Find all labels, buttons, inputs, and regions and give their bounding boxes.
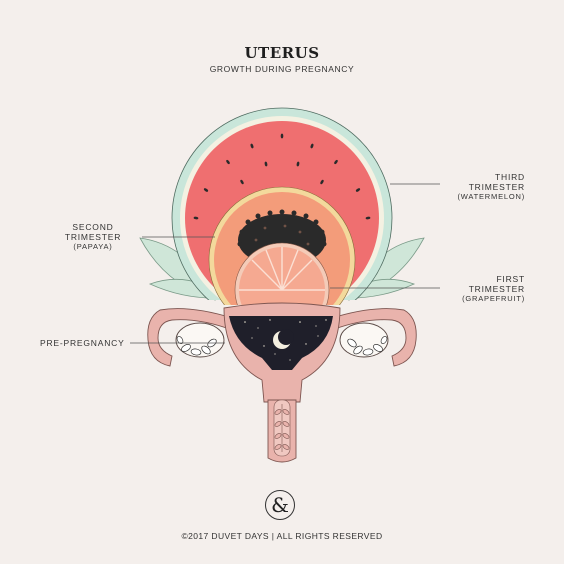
seed bbox=[365, 216, 371, 220]
ampersand-icon: & bbox=[271, 493, 289, 517]
seed bbox=[203, 188, 209, 192]
label-pre-line1: PRE-PREGNANCY bbox=[40, 338, 125, 348]
label-second-line3: (PAPAYA) bbox=[73, 242, 113, 251]
label-second-line2: TRIMESTER bbox=[64, 232, 122, 242]
fallopian-tube-left bbox=[147, 308, 233, 367]
seed bbox=[303, 213, 309, 219]
seed bbox=[193, 216, 199, 220]
watermelon-seeds bbox=[193, 133, 371, 220]
seed bbox=[279, 209, 285, 215]
page-title: UTERUS bbox=[244, 44, 320, 62]
seed bbox=[245, 219, 251, 225]
seed bbox=[255, 213, 261, 219]
seed bbox=[310, 143, 314, 149]
label-first-trimester: FIRST TRIMESTER (GRAPEFRUIT) bbox=[445, 274, 525, 304]
seed bbox=[280, 133, 284, 139]
seed bbox=[250, 143, 254, 149]
label-pre-pregnancy: PRE-PREGNANCY bbox=[40, 338, 140, 348]
seed bbox=[239, 229, 245, 235]
seed bbox=[237, 241, 243, 247]
seed bbox=[321, 241, 327, 247]
cavity-stars bbox=[244, 319, 327, 361]
label-second-line1: SECOND bbox=[72, 222, 114, 232]
seed bbox=[355, 188, 361, 192]
seed bbox=[320, 179, 324, 185]
seed bbox=[226, 159, 230, 165]
seed bbox=[296, 161, 300, 167]
brand-logo: & bbox=[265, 490, 295, 520]
label-first-line2: TRIMESTER bbox=[468, 284, 525, 294]
copyright-text: ©2017 DUVET DAYS | ALL RIGHTS RESERVED bbox=[181, 531, 383, 541]
fallopian-tube-right bbox=[331, 308, 417, 367]
label-third-line1: THIRD bbox=[495, 172, 525, 182]
grapefruit-slice bbox=[234, 242, 330, 305]
leader-lines bbox=[130, 183, 440, 344]
seed bbox=[313, 219, 319, 225]
seed bbox=[240, 179, 244, 185]
label-first-line1: FIRST bbox=[496, 274, 525, 284]
seed bbox=[334, 159, 338, 165]
seed bbox=[264, 161, 268, 167]
canal-leaves bbox=[274, 404, 290, 452]
label-third-trimester: THIRD TRIMESTER (WATERMELON) bbox=[445, 172, 525, 202]
moon-icon bbox=[273, 329, 294, 349]
label-third-line2: TRIMESTER bbox=[468, 182, 525, 192]
label-first-line3: (GRAPEFRUIT) bbox=[462, 294, 525, 303]
seed bbox=[267, 210, 273, 216]
page-subtitle: GROWTH DURING PREGNANCY bbox=[209, 64, 355, 74]
label-third-line3: (WATERMELON) bbox=[457, 192, 525, 201]
seed bbox=[291, 210, 297, 216]
seed bbox=[319, 229, 325, 235]
label-second-trimester: SECOND TRIMESTER (PAPAYA) bbox=[48, 222, 138, 252]
ovary-leaves-right bbox=[347, 335, 388, 356]
